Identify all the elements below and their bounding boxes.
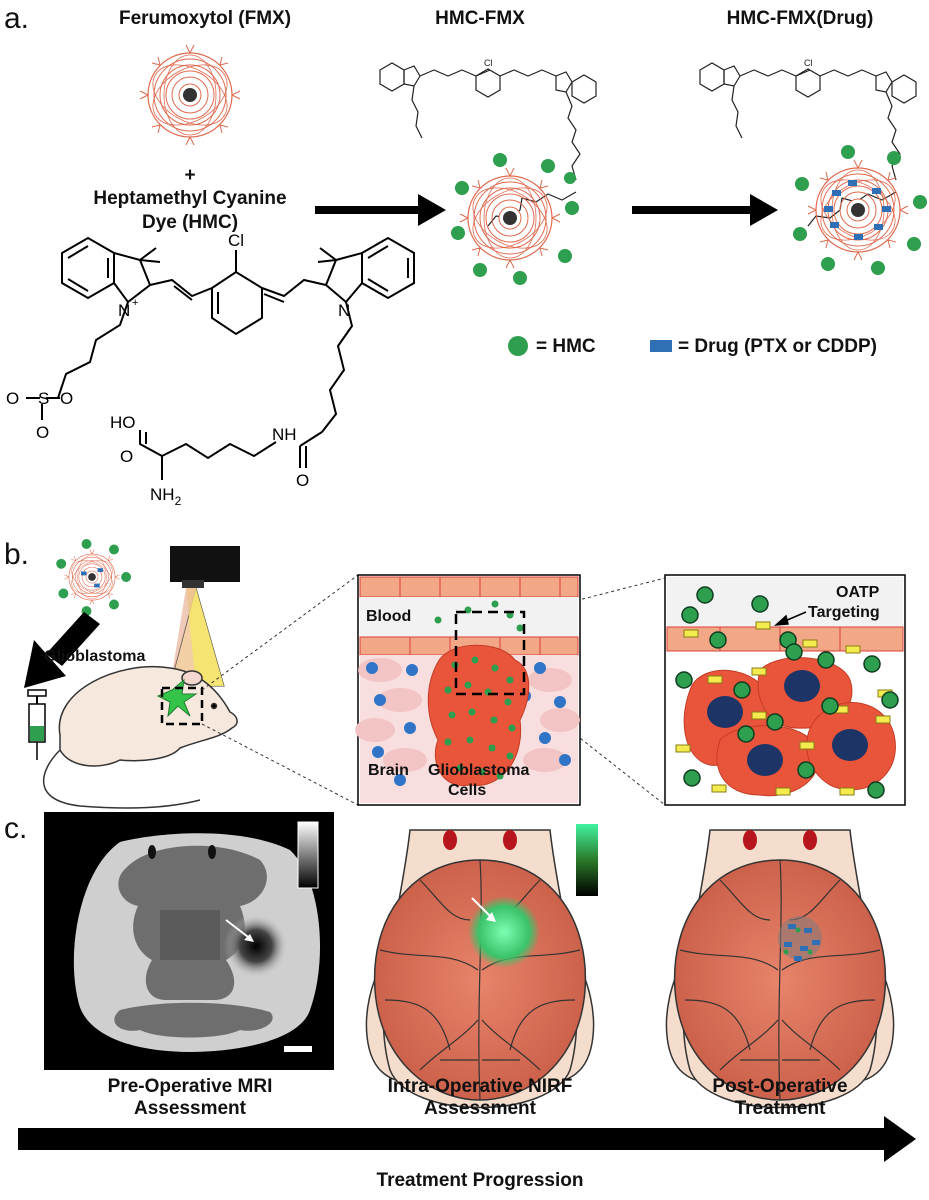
brain-label: Brain — [368, 762, 409, 779]
post-caption-line1: Post-Operative — [712, 1076, 848, 1097]
panel-c-graphics — [18, 812, 916, 1162]
mouse-icon — [42, 666, 238, 809]
chem-n-plus: N — [118, 301, 130, 320]
glioblastoma-label: Glioblastoma — [44, 648, 146, 665]
vessel-inset — [355, 574, 581, 806]
panel-a-graphics: Cl — [6, 44, 927, 508]
hmc-fmx-drug-title: HMC-FMX(Drug) — [726, 8, 874, 29]
panel-c-letter: c. — [4, 812, 28, 845]
legend-drug-label: = Drug (PTX or CDDP) — [678, 336, 877, 357]
panel-b-graphics — [24, 539, 906, 809]
panel-b-letter: b. — [4, 538, 30, 571]
chem-s: S — [38, 389, 49, 408]
hmc-title-line1: Heptamethyl Cyanine — [93, 188, 287, 209]
oatp-label-line1: OATP — [836, 584, 880, 601]
post-caption-line2: Treatment — [734, 1098, 826, 1119]
legend-hmc-dot — [508, 336, 528, 356]
progression-arrow — [18, 1116, 916, 1162]
chem-o5: O — [296, 471, 309, 490]
chem-plus: + — [132, 297, 138, 309]
chem-ho: HO — [110, 413, 136, 432]
chem-nh: NH — [272, 425, 297, 444]
syringe-icon — [27, 689, 47, 760]
fmx-title: Ferumoxytol (FMX) — [118, 8, 292, 29]
chem-nh2: NH2 — [150, 485, 182, 508]
nirf-caption-line2: Assessment — [424, 1098, 536, 1119]
hmc-fmx-nanoparticle-icon — [451, 153, 579, 285]
arrow-2 — [632, 194, 778, 226]
nirf-head-brain-icon — [365, 829, 595, 1109]
chem-o3: O — [36, 423, 49, 442]
mri-caption-line2: Assessment — [134, 1098, 246, 1119]
hmc-fmx-chain — [379, 57, 597, 227]
chem-o2: O — [60, 389, 73, 408]
panel-a-letter: a. — [4, 2, 30, 35]
oatp-inset — [664, 574, 906, 806]
legend-drug-swatch — [650, 340, 672, 352]
mri-image — [44, 812, 334, 1070]
legend-hmc-label: = HMC — [536, 336, 596, 357]
injection-arrow — [24, 612, 100, 688]
blood-label: Blood — [366, 608, 412, 625]
nirf-colorbar — [576, 824, 598, 896]
glioblastoma-cells-line1: Glioblastoma — [428, 762, 530, 779]
nirf-caption-line1: Intra-Operative NIRF — [387, 1076, 573, 1097]
hmc-fmx-title: HMC-FMX — [435, 8, 525, 29]
chem-o4: O — [120, 447, 133, 466]
glioblastoma-cells-line2: Cells — [448, 782, 487, 799]
treatment-progression-label: Treatment Progression — [376, 1170, 584, 1191]
chem-n: N — [338, 301, 350, 320]
mri-caption-line1: Pre-Operative MRI — [107, 1076, 273, 1097]
fmx-nanoparticle-icon — [139, 44, 241, 146]
plus-sign: + — [184, 165, 196, 186]
arrow-1 — [315, 194, 446, 226]
camera-icon — [169, 546, 240, 687]
injected-nanoparticle-icon — [56, 539, 132, 617]
chem-cl: Cl — [228, 231, 244, 250]
hmc-title-line2: Dye (HMC) — [141, 212, 239, 233]
chem-o1: O — [6, 389, 19, 408]
hmc-structure — [26, 236, 415, 480]
oatp-label-line2: Targeting — [808, 604, 880, 621]
post-op-head-brain-icon — [665, 829, 895, 1109]
hmc-fmx-drug-nanoparticle-icon — [793, 145, 927, 275]
